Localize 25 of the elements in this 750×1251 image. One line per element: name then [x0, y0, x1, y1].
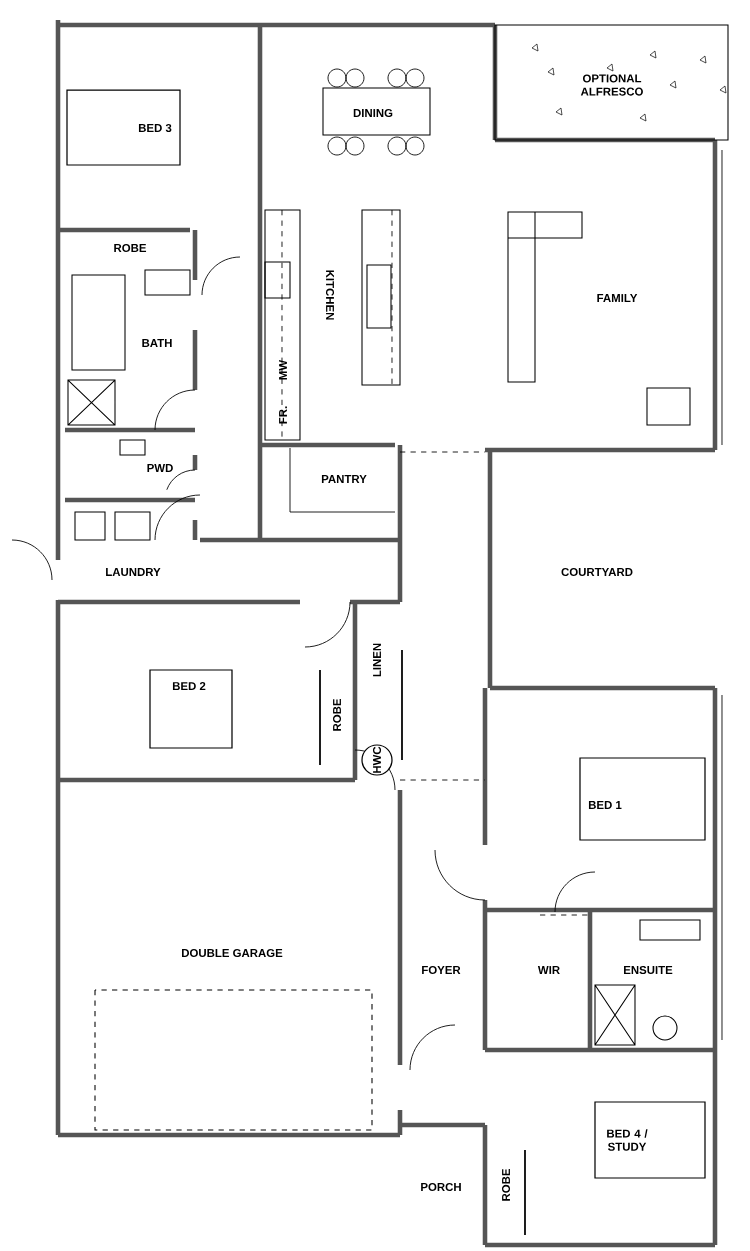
room-label: KITCHEN	[325, 270, 335, 320]
room-label: FR.	[279, 406, 287, 424]
hot-water-unit: HWC	[361, 744, 393, 776]
room-label: FOYER	[422, 966, 461, 975]
room-label: PWD	[147, 464, 173, 472]
room-label: DINING	[353, 109, 393, 118]
room-label: BED 3	[138, 123, 172, 133]
room-label: ENSUITE	[624, 966, 673, 975]
room-label: BATH	[142, 339, 172, 347]
room-label: MW	[279, 359, 287, 380]
room-label: WIR	[537, 966, 560, 974]
room-label: ROBE	[501, 1168, 511, 1201]
room-label: BED 1	[588, 801, 622, 809]
room-label: LINEN	[373, 643, 381, 677]
room-label: LAUNDRY	[106, 568, 161, 576]
room-label: BED 4 / STUDY	[607, 1129, 648, 1151]
room-label: ROBE	[332, 698, 342, 731]
room-label: BED 2	[172, 682, 206, 690]
room-label: DOUBLE GARAGE	[182, 949, 283, 958]
room-label: PANTRY	[321, 475, 367, 483]
room-label: COURTYARD	[561, 568, 633, 577]
room-label: ROBE	[114, 244, 147, 253]
room-label: FAMILY	[597, 294, 638, 302]
room-label: PORCH	[421, 1182, 461, 1192]
room-label: OPTIONAL ALFRESCO	[580, 74, 643, 96]
